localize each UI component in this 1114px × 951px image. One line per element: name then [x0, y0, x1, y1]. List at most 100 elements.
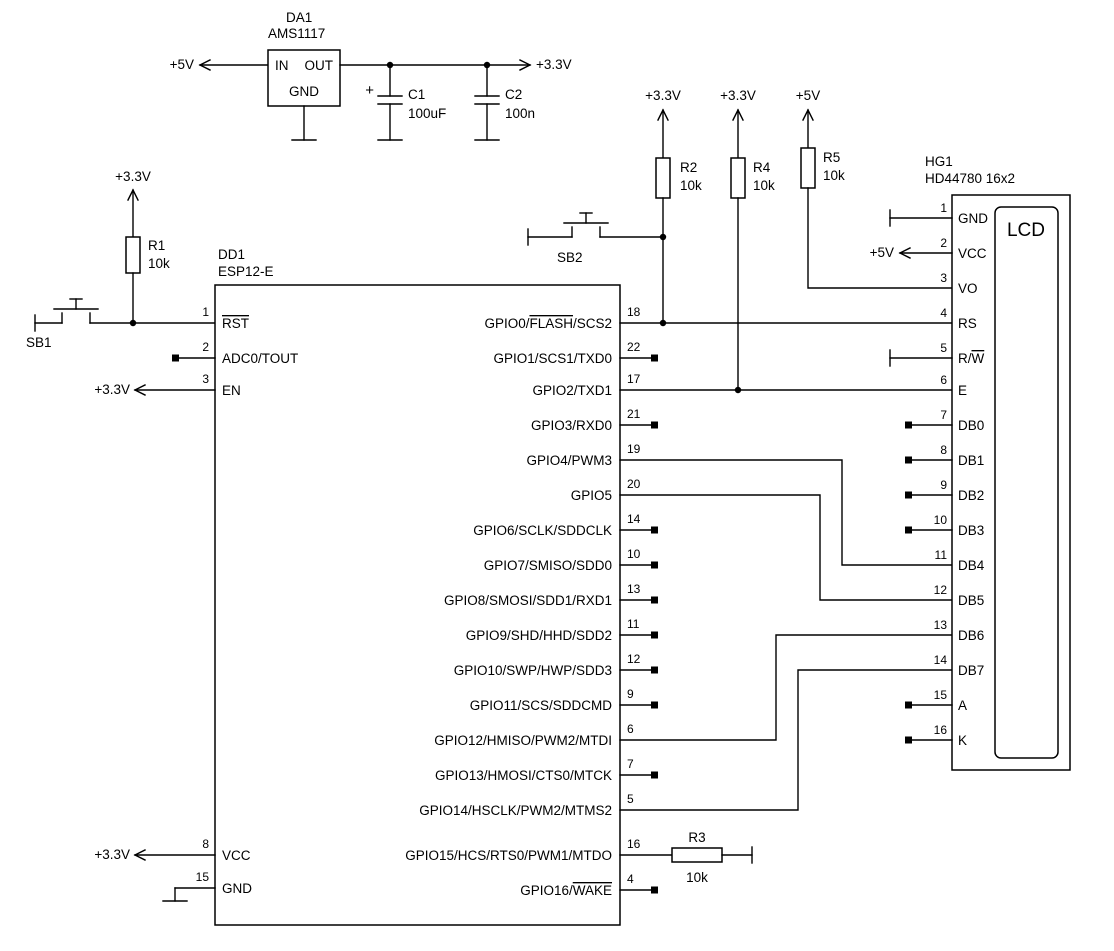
rail-33v-label: +3.3V	[536, 57, 572, 72]
pin-number-lcd-13: 13	[934, 618, 948, 632]
regulator-pin-in-label: IN	[275, 58, 289, 73]
no-connect-square	[651, 596, 658, 604]
no-connect-square	[905, 491, 912, 499]
lcd-part: HD44780 16x2	[925, 171, 1015, 186]
pin-label-lcd-db5: DB5	[958, 593, 984, 608]
lcd-vcc-rail-label: +5V	[870, 245, 894, 260]
pin-label-vcc: VCC	[222, 848, 251, 863]
pin-number-lcd-4: 4	[940, 306, 947, 320]
no-connect-square	[172, 354, 179, 362]
r2-ref: R2	[680, 160, 697, 175]
pin-label-lcd-k: K	[958, 733, 967, 748]
junction-dot	[659, 319, 667, 327]
capacitor-c2: C2 100n	[474, 64, 535, 141]
pin-label-lcd-vcc: VCC	[958, 246, 987, 261]
no-connect-square	[651, 561, 658, 569]
lcd-section: HG1 HD44780 16x2 LCD 1 GND +5V 2 VCC 3 V…	[870, 154, 1071, 771]
resistor-r1: +3.3V R1 10k	[115, 169, 170, 324]
junction-dot	[734, 386, 742, 394]
pin-number-gpio13: 7	[627, 757, 634, 771]
wire-net-gpio4-db4	[619, 459, 953, 566]
pin-number-gpio8: 13	[627, 582, 641, 596]
r1-ref: R1	[148, 238, 165, 253]
mcu-box	[214, 284, 621, 926]
pin-number-lcd-11: 11	[935, 548, 948, 562]
pin-number-vcc: 8	[202, 837, 209, 851]
resistor-r3: R3 10k	[619, 830, 753, 885]
pin-label-gpio8: GPIO8/SMOSI/SDD1/RXD1	[444, 593, 612, 608]
r2-rail-label: +3.3V	[645, 88, 681, 103]
rail-5v-label: +5V	[170, 57, 194, 72]
pin-label-gpio6: GPIO6/SCLK/SDDCLK	[473, 523, 612, 538]
net-wires	[619, 322, 953, 811]
pin-number-gpio1: 22	[627, 340, 641, 354]
pin-number-gpio4: 19	[627, 442, 641, 456]
junction-dot	[129, 319, 137, 327]
pin-number-gpio0: 18	[627, 305, 641, 319]
pin-number-gpio3: 21	[627, 407, 641, 421]
pin-number-lcd-16: 16	[934, 723, 948, 737]
c1-ref: C1	[408, 87, 425, 102]
pin-number-en: 3	[202, 372, 209, 386]
sb2-ref: SB2	[557, 250, 583, 265]
pin-number-gpio9: 11	[627, 617, 640, 631]
r1-value: 10k	[148, 256, 170, 271]
mcu-ref: DD1	[218, 247, 245, 262]
pin-number-gpio10: 12	[627, 652, 641, 666]
pin-label-gpio0: GPIO0/FLASH/SCS2	[484, 316, 612, 331]
pin-number-rst: 1	[202, 305, 209, 319]
pin-number-gnd: 15	[196, 870, 210, 884]
pin-number-gpio15: 16	[627, 837, 641, 851]
pin-label-gpio16: GPIO16/WAKE	[520, 883, 612, 898]
pin-label-gpio10: GPIO10/SWP/HWP/SDD3	[454, 663, 612, 678]
mcu-part: ESP12-E	[218, 264, 274, 279]
pin-label-gpio15: GPIO15/HCS/RTS0/PWM1/MTDO	[405, 848, 612, 863]
pin-label-rst: RST	[222, 316, 249, 331]
pin-number-gpio5: 20	[627, 477, 641, 491]
pin-label-gpio2: GPIO2/TXD1	[532, 383, 612, 398]
regulator-ref: DA1	[286, 10, 312, 25]
r1-rail-label: +3.3V	[115, 169, 151, 184]
pin-label-gpio13: GPIO13/HMOSI/CTS0/MTCK	[435, 768, 612, 783]
pin-number-lcd-5: 5	[940, 341, 947, 355]
pin-label-gpio5: GPIO5	[571, 488, 612, 503]
sb1-ref: SB1	[26, 335, 52, 350]
no-connect-square	[651, 886, 658, 894]
no-connect-square	[905, 526, 912, 534]
power-arrow-left-icon	[133, 384, 146, 396]
c2-value: 100n	[505, 106, 535, 121]
pushbutton-sb2: SB2	[527, 212, 664, 265]
pin-label-gpio3: GPIO3/RXD0	[531, 418, 612, 433]
no-connect-square	[905, 421, 912, 429]
resistor-r5-body	[800, 147, 816, 189]
pin-label-gpio11: GPIO11/SCS/SDDCMD	[470, 698, 613, 713]
pin-number-gpio6: 14	[627, 512, 641, 526]
pin-label-lcd-db2: DB2	[958, 488, 984, 503]
wire-net-gpio12-db6	[619, 634, 953, 741]
wire-net-gpio14-db7	[619, 669, 953, 811]
pin-number-gpio11: 9	[627, 687, 634, 701]
no-connect-square	[651, 701, 658, 709]
pin-number-lcd-3: 3	[940, 271, 947, 285]
regulator-box	[267, 49, 341, 107]
power-arrow-left-icon	[198, 59, 211, 71]
pin-label-lcd-rs: RS	[958, 316, 977, 331]
pin-label-gpio12: GPIO12/HMISO/PWM2/MTDI	[434, 733, 612, 748]
wire-r5-to-vo	[807, 187, 953, 289]
regulator-pin-gnd-label: GND	[289, 84, 319, 99]
r5-value: 10k	[823, 168, 845, 183]
pin-number-lcd-10: 10	[934, 513, 948, 527]
pin-label-lcd-e: E	[958, 383, 967, 398]
pin-number-lcd-14: 14	[934, 653, 948, 667]
c1-value: 100uF	[408, 106, 446, 121]
no-connect-square	[651, 631, 658, 639]
power-arrow-left-icon	[898, 247, 911, 259]
pin-label-gpio14: GPIO14/HSCLK/PWM2/MTMS2	[419, 803, 612, 818]
no-connect-square	[905, 736, 912, 744]
capacitor-c1: + C1 100uF	[365, 64, 446, 141]
pin-label-gpio1: GPIO1/SCS1/TXD0	[493, 351, 612, 366]
resistor-r2-body	[655, 157, 671, 199]
regulator-part: AMS1117	[268, 26, 325, 41]
pin-number-lcd-8: 8	[940, 443, 947, 457]
